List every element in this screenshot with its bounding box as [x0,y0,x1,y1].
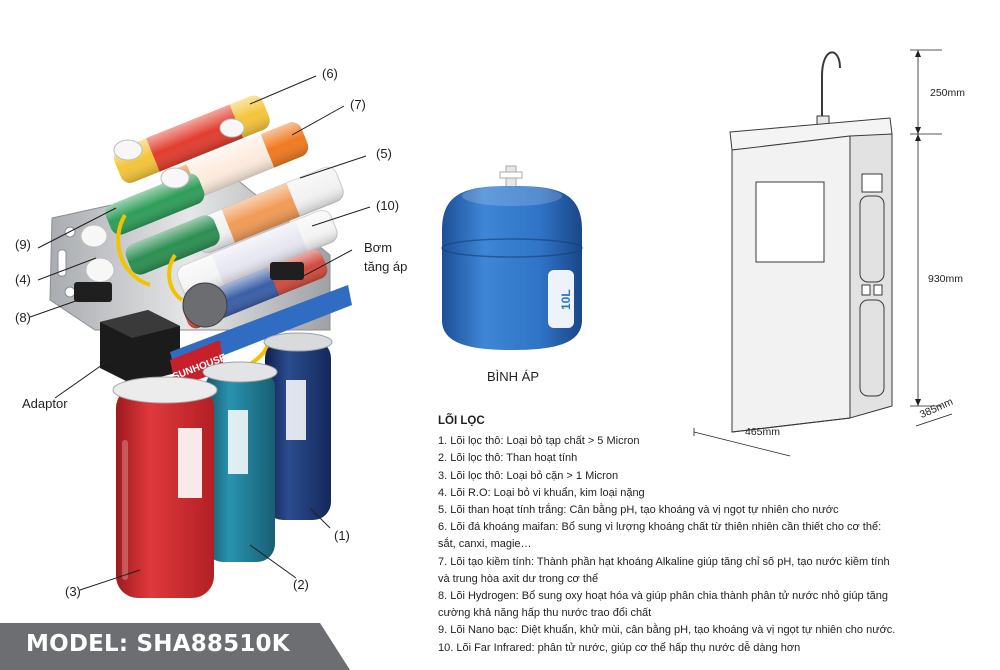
model-name: MODEL: SHA88510K [26,631,290,657]
callout-pump-line2: tăng áp [364,259,408,274]
dimension-height-top: 250mm [930,87,966,99]
callout-1: (1) [334,528,350,543]
callout-5: (5) [376,146,392,161]
legend-item: cường khả năng hấp thu nước trao đổi chấ… [438,607,652,620]
cartridge-10 [176,209,338,299]
callout-pump-line1: Bơm [364,240,393,255]
legend-item: 7. Lõi tạo kiềm tính: Thành phần hạt kho… [438,555,890,568]
cabinet-dimension-drawing [693,49,953,457]
callout-7: (7) [350,97,366,112]
legend-item: 1. Lõi lọc thô: Loại bỏ tạp chất > 5 Mic… [438,435,640,448]
filter-system-illustration: SUNHOUSE [29,75,371,598]
housing-3 [112,376,218,598]
housing-1 [263,332,333,520]
callout-adaptor: Adaptor [22,396,68,411]
callout-4: (4) [15,272,31,287]
cartridge-9 [105,173,205,235]
dimension-width: 465mm [745,426,781,438]
housing-2 [202,361,278,562]
legend-item: 10. Lõi Far Infrared: phân tử nước, giúp… [438,641,801,654]
tank-capacity-label: 10L [559,289,573,310]
callout-8: (8) [15,310,31,325]
callout-6: (6) [322,66,338,81]
legend-item: 6. Lõi đá khoáng maifan: Bổ sung vi lượn… [438,521,882,534]
legend-item: sắt, canxi, magie… [438,538,532,551]
model-banner [0,623,350,670]
callout-3: (3) [65,584,81,599]
legend-item: 8. Lõi Hydrogen: Bổ sung oxy hoạt hóa và… [438,590,889,603]
legend-item: 4. Lõi R.O: Loại bỏ vi khuẩn, kim loại n… [438,486,645,499]
callout-9: (9) [15,237,31,252]
booster-pump [182,282,228,328]
legend-item: 5. Lõi than hoạt tính trắng: Cân bằng pH… [438,504,839,517]
cartridge-5 [191,166,344,254]
legend-item: 3. Lõi lọc thô: Loại bỏ cặn > 1 Micron [438,469,619,482]
pressure-tank-illustration: 10L [441,165,583,350]
legend-title: LÕI LỌC [438,415,485,427]
adaptor [100,310,180,384]
tank-label: BÌNH ÁP [487,369,540,384]
dimension-height-main: 930mm [928,273,964,285]
legend-item: và trung hòa axit dư trong cơ thể [438,572,599,585]
legend-item: 9. Lõi Nano bạc: Diệt khuẩn, khử mùi, câ… [438,624,896,637]
cartridge-6 [113,95,270,183]
cartridge-4 [125,215,220,275]
filter-core-legend: LÕI LỌC 1. Lõi lọc thô: Loại bỏ tạp chất… [438,413,918,657]
callout-10: (10) [376,198,400,213]
callout-2: (2) [293,577,309,592]
legend-item: 2. Lõi lọc thô: Than hoạt tính [438,452,578,465]
